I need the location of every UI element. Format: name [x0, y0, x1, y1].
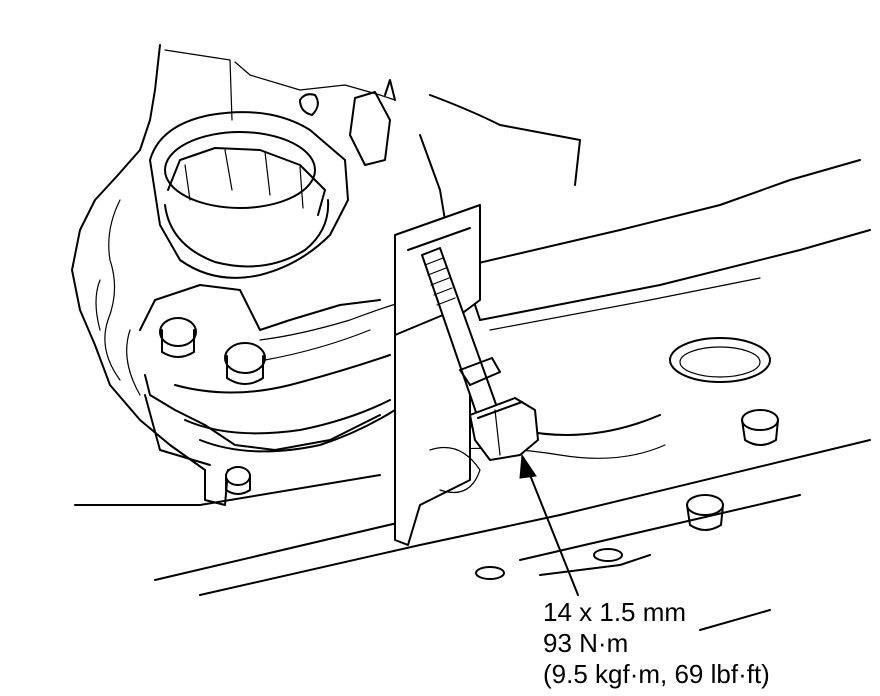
through-bolt	[421, 247, 539, 461]
torque-callout: 14 x 1.5 mm 93 N·m (9.5 kgf·m, 69 lbf·ft…	[543, 597, 770, 690]
large-hex-cap	[149, 91, 391, 279]
bolt-size-label: 14 x 1.5 mm	[543, 597, 687, 627]
callout-pointer	[519, 453, 579, 596]
engine-mount-assembly	[139, 284, 411, 506]
torque-alt-units-label: (9.5 kgf·m, 69 lbf·ft)	[543, 659, 770, 689]
mounting-studs	[686, 409, 779, 531]
engine-block-outline	[71, 44, 581, 471]
mounting-bracket-plate	[394, 204, 481, 546]
frame-and-housing-lines	[74, 159, 871, 631]
torque-nm-label: 93 N·m	[543, 628, 629, 658]
